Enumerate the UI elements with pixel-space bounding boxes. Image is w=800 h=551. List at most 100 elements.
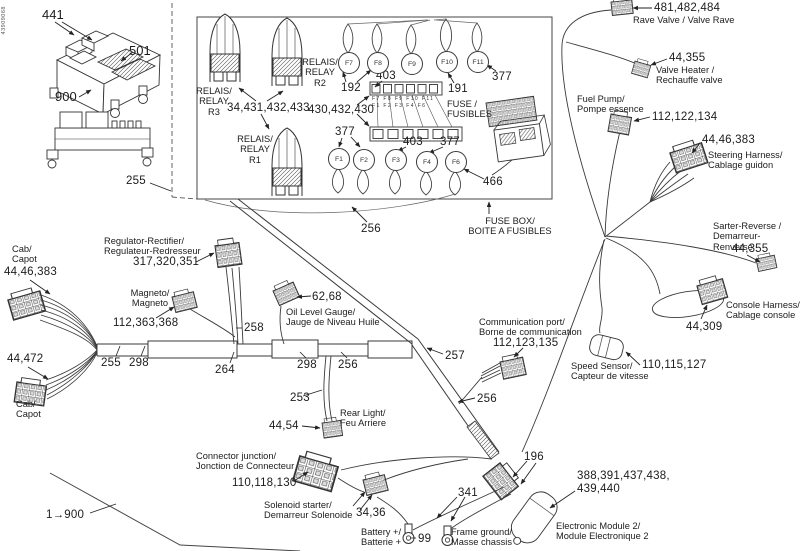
callout-501: 501 [129, 43, 151, 58]
battery-label: Battery +/ Batterie + [361, 527, 402, 548]
relay-r1-label: RELAIS/ RELAY R1 [237, 134, 273, 165]
fuse-f7: F7 [338, 52, 360, 74]
callout-341: 341 [458, 487, 478, 499]
callout-relays: 34,431,432,433 [227, 102, 310, 114]
callout-cab-top: 44,46,383 [4, 266, 57, 278]
callout-console: 44,309 [686, 321, 723, 333]
starter-reverse-label: Sarter-Reverse / Demarreur-Renverse [713, 221, 782, 252]
relay-r3-glyph [209, 13, 241, 83]
fuse-box-isometric [49, 30, 162, 118]
fuse-f10: F10 [436, 51, 458, 73]
magneto-label: Magneto/ Magneto [130, 288, 170, 309]
cab-bottom-label: Cab/ Capot [16, 399, 41, 420]
battery-ring-terminal [402, 523, 415, 544]
strip-row-top-labels: F7 F8 F9 F10 F11 [372, 96, 435, 102]
valve-heater-label: Valve Heater / Rechauffe valve [656, 65, 723, 86]
callout-heater: 44,355 [669, 52, 706, 64]
callout-256-box: 256 [361, 223, 381, 235]
valve-heater-connector [631, 57, 653, 79]
cab-top-connector [5, 285, 47, 321]
sheet-code: 43909068 [1, 6, 7, 35]
strip-row-bottom-labels: F1 F2 F3 F4 F6 [372, 103, 427, 109]
fuse-caption: FUSE / FUSIBLES [447, 99, 492, 120]
callout-900: 900 [55, 89, 77, 104]
callout-441: 441 [42, 7, 64, 22]
callout-298-left: 298 [129, 357, 149, 369]
fuse-f1: F1 [328, 148, 350, 170]
callout-298-mid: 298 [297, 359, 317, 371]
relay-r2-label: RELAIS/ RELAY R2 [302, 57, 338, 88]
fuse-f11: F11 [467, 51, 489, 73]
fuse-box-caption: FUSE BOX/ BOITE A FUSIBLES [468, 216, 552, 237]
fuse-feed-lines [204, 18, 478, 214]
callout-cab-bottom: 44,472 [7, 353, 44, 365]
callout-257: 257 [445, 350, 465, 362]
solenoid-starter-label: Solenoid starter/ Demarreur Solenoide [264, 500, 353, 521]
callout-253: 253 [290, 392, 310, 404]
speed-sensor-glyph [589, 334, 624, 361]
fuse-box-border [196, 16, 553, 200]
callout-steering: 44,46,383 [702, 134, 755, 146]
console-harness-label: Console Harness/ Cablage console [726, 300, 800, 321]
callout-466: 466 [483, 176, 503, 188]
main-harness-trunk [96, 339, 413, 359]
callout-255: 255 [101, 357, 121, 369]
callout-fuel: 112,122,134 [652, 111, 718, 123]
junction-connector [292, 448, 341, 493]
fuse-flame-shapes [331, 18, 483, 196]
communication-port-label: Communication port/ Borne de communicati… [479, 317, 582, 338]
callout-99: 99 [418, 533, 432, 545]
leader-arrows [27, 5, 761, 522]
ecu-label: Electronic Module 2/ Module Electronique… [556, 521, 649, 542]
callout-magneto: 112,363,368 [113, 317, 179, 329]
regulator-label: Regulator-Rectifier/ Regulateur-Redresse… [104, 236, 201, 257]
callout-377-bottom: 377 [440, 136, 460, 148]
callout-196: 196 [524, 451, 544, 463]
communication-port-connector [498, 352, 527, 380]
callout-403-bottom: 403 [403, 136, 423, 148]
fuse-holder-connector [485, 95, 551, 163]
section-dashed-lines [171, 3, 198, 200]
fuel-pump-label: Fuel Pump/ Pompe essence [577, 94, 644, 115]
fuse-box-side-view [46, 111, 154, 169]
callout-strip: 430,432,430 [308, 104, 375, 116]
callout-258: 258 [244, 322, 264, 334]
steering-harness-label: Steering Harness/ Cablage guidon [708, 150, 783, 171]
callout-starter-reverse: 44,355 [732, 243, 769, 255]
rave-valve-label: Rave Valve / Valve Rave [633, 15, 735, 25]
right-branch-wires [458, 9, 757, 453]
fuse-f9: F9 [401, 53, 423, 75]
console-harness-connector [695, 273, 729, 306]
oil-gauge-connector [270, 277, 301, 307]
callout-rave: 481,482,484 [654, 2, 721, 14]
callout-ecu: 388,391,437,438, 439,440 [577, 470, 670, 495]
callout-255-top: 255 [126, 175, 146, 187]
ecu-module-glyph [510, 491, 558, 545]
diagonal-harness [229, 198, 500, 460]
callout-regulator: 317,320,351 [133, 256, 200, 268]
fuse-f6: F6 [445, 151, 467, 173]
cab-wire-fans [39, 294, 98, 400]
leader-plain [89, 159, 513, 539]
fuse-f2: F2 [353, 149, 375, 171]
callout-rear-light: 44,54 [269, 420, 299, 432]
fuse-strip [369, 81, 463, 142]
callout-connector-junction: 110,118,130 [232, 477, 297, 489]
callout-377-left: 377 [335, 126, 355, 138]
corner-cut-line [49, 472, 301, 551]
magneto-connector [170, 287, 198, 314]
fuse-f8: F8 [367, 52, 389, 74]
callout-256-diag: 256 [477, 393, 497, 405]
callout-192: 192 [341, 82, 361, 94]
callout-1-900: 1→900 [46, 509, 85, 521]
speed-sensor-label: Speed Sensor/ Capteur de vitesse [571, 361, 649, 382]
regulator-connector [213, 236, 243, 269]
callout-256-mid: 256 [338, 359, 358, 371]
callout-solenoid: 34,36 [356, 507, 386, 519]
callout-191: 191 [448, 83, 468, 95]
frame-ground-label: Frame ground/ Masse chassis [451, 527, 512, 548]
callout-communication: 112,123,135 [493, 337, 559, 349]
solenoid-connector [361, 470, 389, 497]
